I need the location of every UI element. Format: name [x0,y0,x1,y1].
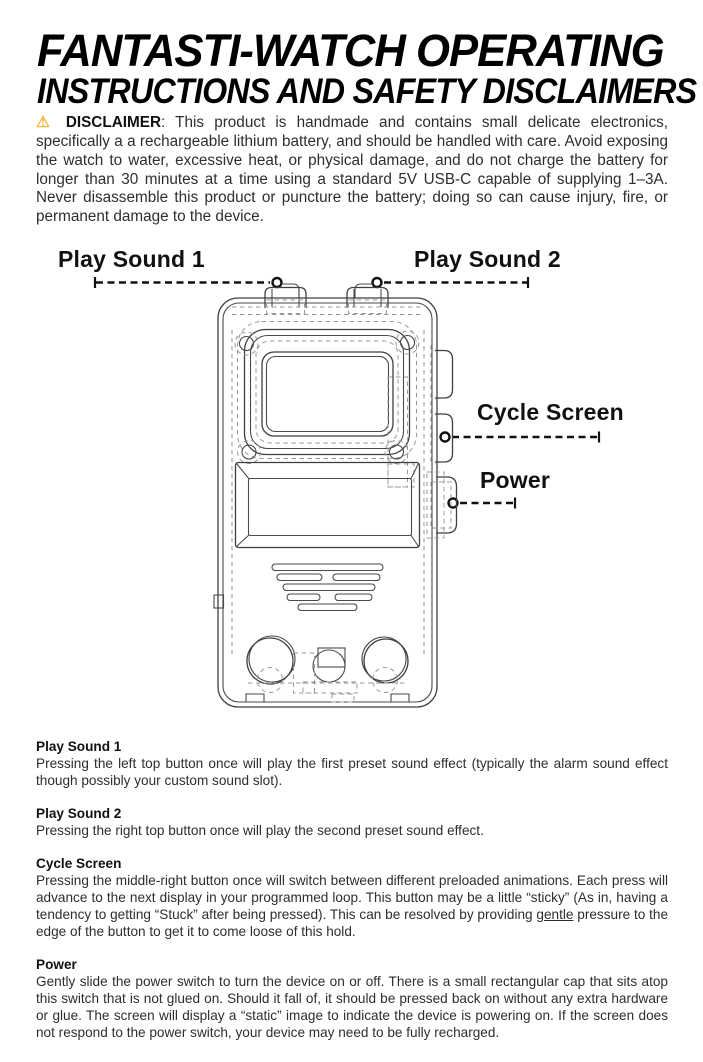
section-play-sound-2: Play Sound 2 Pressing the right top butt… [36,805,668,839]
section-body-after: pressure to the edge of the button to ge… [36,907,669,939]
section-heading: Cycle Screen [36,856,122,871]
speaker-slot [332,573,381,582]
power-switch-cap-hidden [430,481,452,529]
screen-assembly [234,321,420,488]
screen-glass [261,351,394,437]
screw [241,444,257,460]
disclaimer-paragraph: ⚠ DISCLAIMER: This product is handmade a… [36,114,668,227]
instruction-sections: Play Sound 1 Pressing the left top butto… [36,738,668,1057]
screw [238,335,255,352]
screw-hidden-ring [384,440,409,464]
body-outer-edge [217,297,438,708]
section-body: Pressing the middle-right button once wi… [36,872,668,940]
leader-connector [281,283,300,298]
speaker-slot [271,563,384,572]
speaker-grille [271,563,384,612]
corner-screws [234,330,420,464]
leader-connector [354,283,373,298]
section-body: Pressing the right top button once will … [36,823,484,838]
page-title: FANTASTI-WATCH OPERATING INSTRUCTIONS AN… [37,27,703,110]
speaker-slot [334,593,373,602]
section-power: Power Gently slide the power switch to t… [36,956,668,1041]
speaker-slot [297,603,358,612]
speaker-slot [286,593,321,602]
panel-bevel [236,534,250,547]
section-heading: Play Sound 1 [36,739,122,754]
callout-play-sound-1: Play Sound 1 [58,246,300,298]
hidden-bracket [293,652,315,694]
section-heading: Play Sound 2 [36,806,122,821]
screw [399,334,416,351]
disclaimer-label: DISCLAIMER [65,114,161,132]
lower-panel-outer [234,461,421,549]
body-inner-edge [222,302,433,703]
left-edge-notch [213,594,225,609]
side-button-upper [435,349,454,399]
play-sound-2-label: Play Sound 2 [414,246,561,272]
disclaimer-body: : This product is handmade and contains … [36,114,669,226]
speaker-slot [282,583,376,592]
lower-panel-inner [247,477,413,537]
section-play-sound-1: Play Sound 1 Pressing the left top butto… [36,738,668,789]
page-title-line2: INSTRUCTIONS AND SAFETY DISCLAIMERS [37,72,697,112]
screw-hidden-ring [237,440,261,464]
hidden-gasket [237,321,417,459]
hidden-button-base [348,299,387,314]
watch-body-outline [213,297,438,708]
callout-power: Power [447,467,550,509]
section-body: Gently slide the power switch to turn th… [36,974,668,1040]
section-heading: Power [36,957,77,972]
screen-display [265,355,390,433]
side-controls [426,345,458,539]
hidden-side-mechanism [387,376,408,488]
cycle-screen-label: Cycle Screen [477,399,624,425]
screen-bezel-outer [243,328,411,456]
lower-panel [234,461,421,549]
bottom-roller-left-edge [248,635,296,683]
bottom-features [245,635,410,703]
hidden-side-mechanism [387,463,415,488]
panel-bevel [236,463,250,480]
underlined-word: gentle [536,907,574,922]
callout-play-sound-2: Play Sound 2 [354,246,561,298]
section-body-before: Pressing the middle-right button once wi… [36,873,668,922]
leader-dot [439,431,451,443]
hidden-foot [257,667,283,693]
hidden-switch-housing [426,471,445,539]
screw [388,444,405,460]
bottom-roller-right-edge [361,636,407,682]
panel-bevel [410,534,419,547]
screen-bezel-inner [249,334,405,450]
cycle-screen-button [435,413,454,463]
panel-bevel [410,463,419,480]
center-mount [317,647,346,668]
play-sound-1-button [264,286,307,308]
warning-icon: ⚠ [36,114,56,132]
hidden-bottom-tab [331,693,355,703]
bottom-tab [245,693,265,702]
power-label: Power [480,467,550,493]
top-buttons [232,286,423,315]
screw-hidden-ring [234,331,259,356]
leader-dot [371,276,383,289]
section-body: Pressing the left top button once will p… [36,756,668,788]
play-sound-2-button [346,286,389,308]
speaker-slot [276,573,323,582]
page-title-line1: FANTASTI-WATCH OPERATING [37,25,665,77]
leader-dot [271,276,283,289]
section-cycle-screen: Cycle Screen Pressing the middle-right b… [36,855,668,940]
callout-cycle-screen: Cycle Screen [439,399,624,443]
play-sound-1-label: Play Sound 1 [58,246,205,272]
hidden-bezel-line [255,340,399,444]
hidden-foot [372,667,398,693]
hidden-button-base [266,299,305,314]
power-switch [436,476,458,534]
bottom-tab [390,693,410,702]
screw-hidden-ring [395,330,420,355]
device-diagram: Play Sound 1 Play Sound 2 Cycle Screen P… [58,246,624,708]
hidden-bracket [302,681,358,694]
